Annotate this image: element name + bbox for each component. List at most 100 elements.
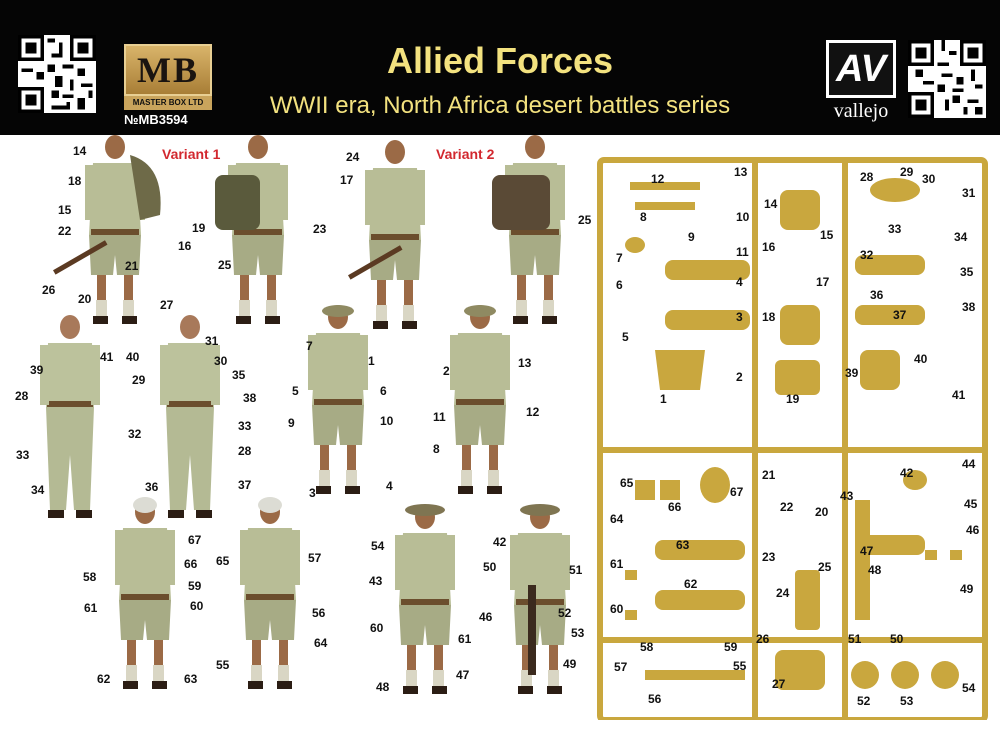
sprue-part-number: 17 [816,275,830,289]
sprue-part-number: 3 [736,310,743,324]
figure-part-number: 2 [443,364,450,378]
sprue-part-number: 65 [620,476,634,490]
figure-part-number: 62 [97,672,111,686]
sprue-part-number: 32 [860,248,874,262]
sprue-part-number: 25 [818,560,832,574]
sprue-part-number: 29 [900,165,914,179]
figure-part-number: 51 [569,563,583,577]
sprue-part-number: 63 [676,538,690,552]
figure-part-number: 7 [306,339,313,353]
sprue-part-number: 50 [890,632,904,646]
figure-part-number: 63 [184,672,198,686]
figure-part-number: 33 [16,448,30,462]
sprue-part-number: 15 [820,228,834,242]
sprue-part-number: 19 [786,392,800,406]
product-code: №MB3594 [124,112,188,127]
sprue-part-number: 41 [952,388,966,402]
sprue-part-number: 36 [870,288,884,302]
figure-part-number: 41 [100,350,114,364]
sprue-part-number: 40 [914,352,928,366]
sprue-part-number: 27 [772,677,786,691]
mb-logo-letters: MB [137,50,199,90]
sprue-part-number: 11 [736,245,749,259]
sprue-part-number: 8 [640,210,647,224]
figure-part-number: 36 [145,480,159,494]
figure-part-number: 61 [458,632,472,646]
page-subtitle: WWII era, North Africa desert battles se… [269,92,731,119]
figure-part-number: 15 [58,203,72,217]
figure-part-number: 57 [308,551,322,565]
sprue-part-number: 1 [660,392,667,406]
sprue-part-number: 60 [610,602,624,616]
sprue-part-number: 67 [730,485,744,499]
figure-part-number: 61 [84,601,98,615]
figure-part-number: 65 [216,554,230,568]
figure-part-number: 59 [188,579,202,593]
sprue-part-number: 53 [900,694,914,708]
figure-part-number: 38 [243,391,257,405]
sprue-part-number: 39 [845,366,859,380]
sprue-part-number: 37 [893,308,907,322]
figure-part-number: 33 [238,419,252,433]
figure-part-number: 67 [188,533,202,547]
sprue-part-number: 13 [734,165,748,179]
figure-part-number: 46 [479,610,493,624]
figure-illustrations [40,135,570,694]
figure-part-number: 28 [238,444,252,458]
brand-name: MASTER BOX LTD [124,96,212,110]
figure-part-number: 30 [214,354,228,368]
figure-part-number: 21 [125,259,139,273]
figure-part-number: 11 [433,410,446,424]
qr-code-right [908,40,986,118]
sprue-part-number: 12 [651,172,665,186]
figure-part-number: 39 [30,363,44,377]
sprue-part-number: 62 [684,577,698,591]
sprue-part-number: 61 [610,557,624,571]
variant-1-label: Variant 1 [162,146,221,162]
sprue-part-number: 55 [733,659,747,673]
figure-part-number: 66 [184,557,198,571]
sprue-part-number: 59 [724,640,738,654]
sprue-part-number: 24 [776,586,790,600]
sprue-part-number: 18 [762,310,776,324]
figure-part-number: 6 [380,384,387,398]
figure-part-number: 17 [340,173,354,187]
figure-part-number: 22 [58,224,72,238]
sprue-part-number: 43 [840,489,854,503]
figure-part-number: 8 [433,442,440,456]
sprue-part-number: 7 [616,251,623,265]
sprue-part-number: 57 [614,660,628,674]
figure-part-number: 56 [312,606,326,620]
figure-part-number: 9 [288,416,295,430]
sprue-part-number: 22 [780,500,794,514]
sprue-part-number: 46 [966,523,980,537]
figure-part-number: 35 [232,368,246,382]
sprue-part-number: 9 [688,230,695,244]
sprue-part-number: 48 [868,563,882,577]
figure-part-number: 43 [369,574,383,588]
figure-part-number: 16 [178,239,192,253]
vallejo-logo: AV vallejo [820,40,902,130]
sprue-part-number: 54 [962,681,976,695]
sprue-part-number: 58 [640,640,654,654]
sprue-part-number: 35 [960,265,974,279]
figure-part-number: 4 [386,479,393,493]
sprue-part-number: 45 [964,497,978,511]
figure-part-number: 13 [518,356,532,370]
sprue-part-number: 34 [954,230,968,244]
figure-part-number: 26 [42,283,56,297]
figure-part-number: 52 [558,606,572,620]
figure-part-number: 25 [218,258,232,272]
figure-part-number: 20 [78,292,92,306]
sprue-part-number: 42 [900,466,914,480]
figure-part-number: 50 [483,560,497,574]
sprue-part-number: 56 [648,692,662,706]
figure-part-number: 1 [368,354,375,368]
sprue-part-number: 10 [736,210,750,224]
variant-2-label: Variant 2 [436,146,495,162]
figure-part-number: 32 [128,427,142,441]
sprue-part-number: 33 [888,222,902,236]
sprue-part-number: 47 [860,544,874,558]
sprue-part-number: 16 [762,240,776,254]
figure-part-number: 64 [314,636,328,650]
